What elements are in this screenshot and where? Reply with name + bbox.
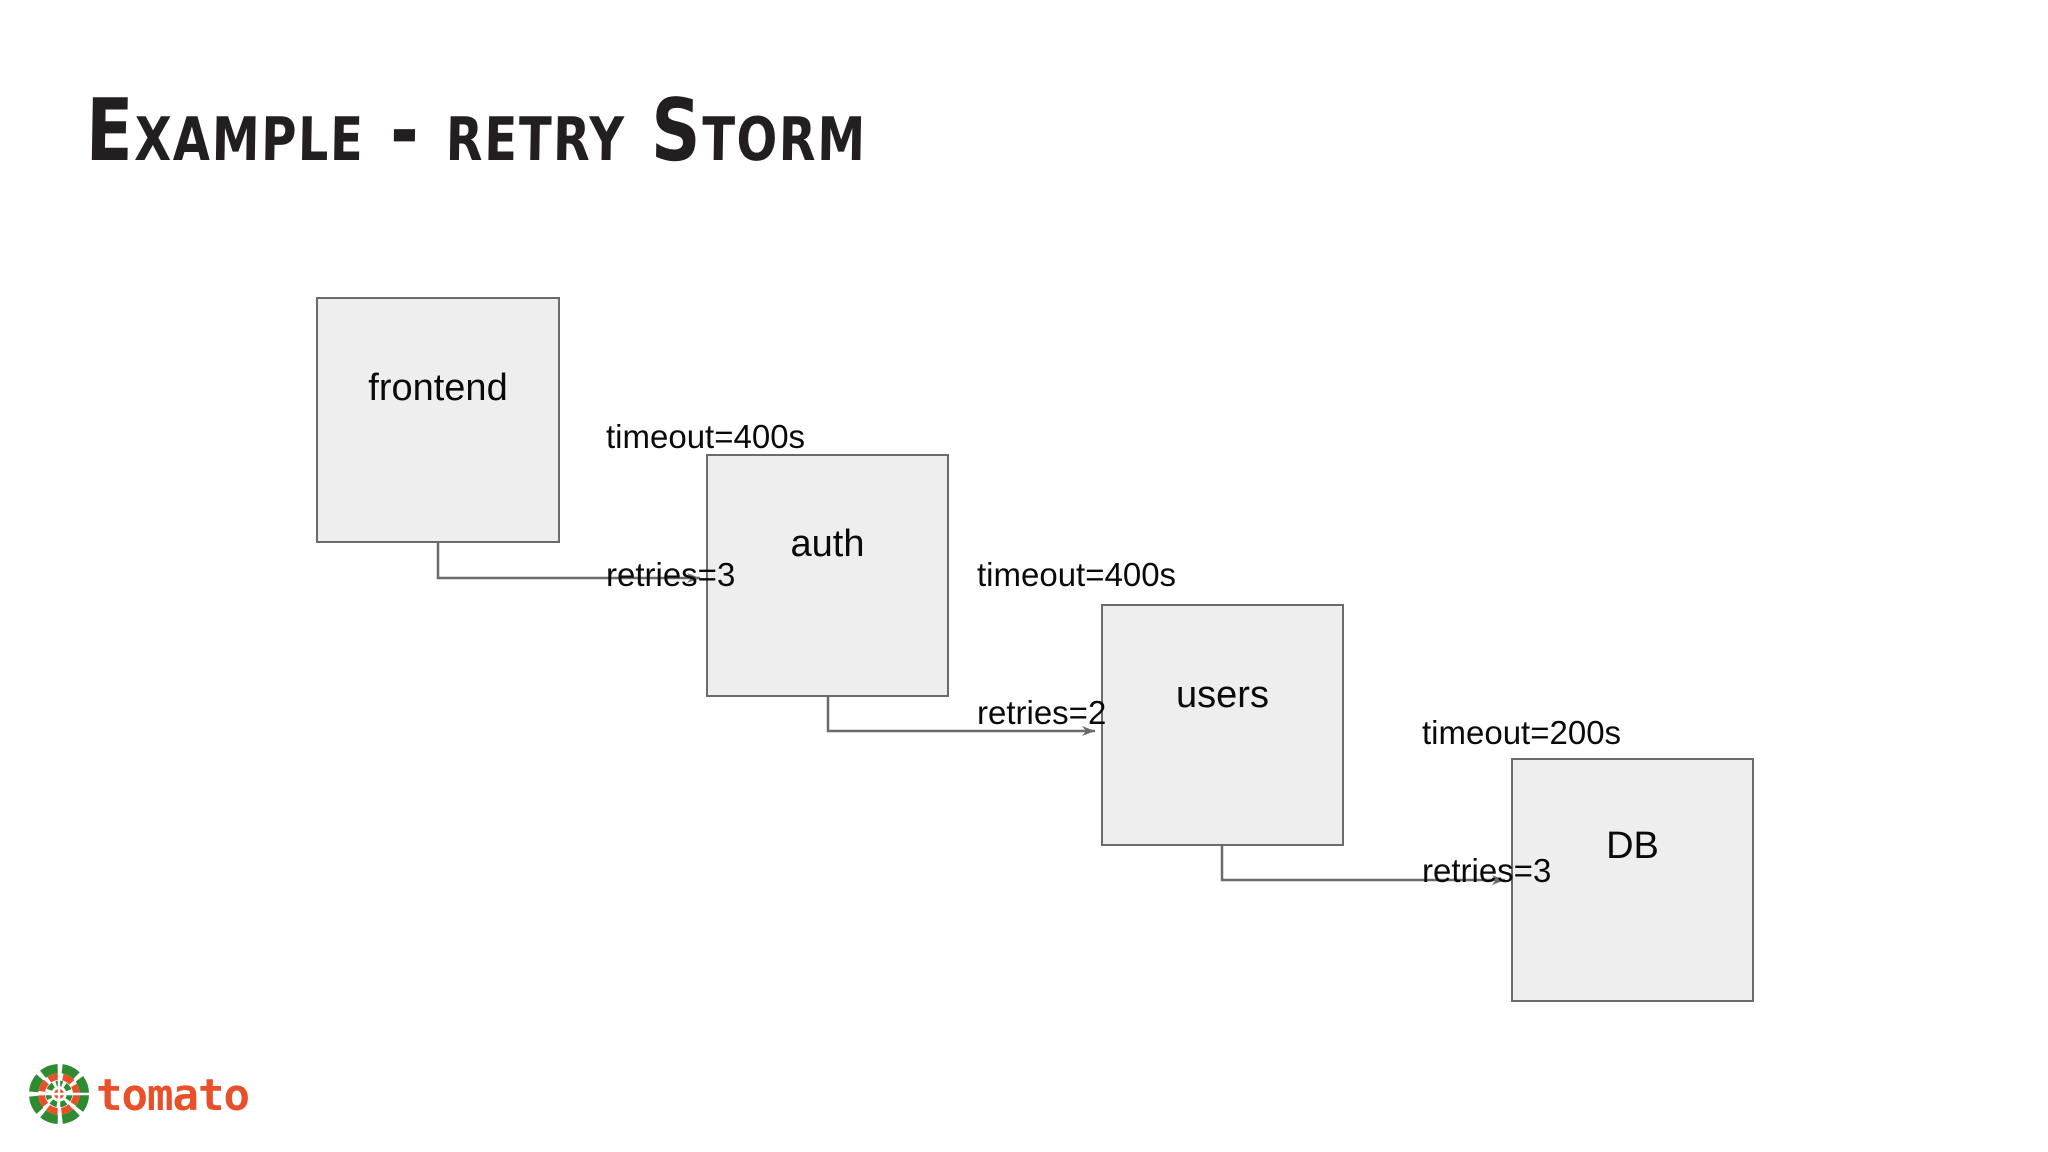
node-users[interactable]: users <box>1101 604 1344 846</box>
node-db[interactable]: DB <box>1511 758 1754 1002</box>
edge-timeout-frontend-to-auth: timeout=400s <box>606 418 806 455</box>
edge-label-auth-to-users: timeout=400s retries=2 <box>977 460 1176 828</box>
brand-logo: tomato <box>28 1063 298 1125</box>
concentric-rings-icon <box>28 1063 90 1125</box>
edge-timeout-users-to-db: timeout=200s <box>1422 714 1622 751</box>
edge-timeout-auth-to-users: timeout=400s <box>977 556 1177 593</box>
node-frontend-label: frontend <box>368 367 508 409</box>
node-db-label: DB <box>1606 825 1659 867</box>
edge-label-frontend-to-auth: timeout=400s retries=3 <box>606 322 805 690</box>
brand-wordmark: tomato <box>96 1070 250 1121</box>
node-auth-label: auth <box>790 522 865 565</box>
edge-retries-frontend-to-auth: retries=3 <box>606 556 736 593</box>
edge-retries-users-to-db: retries=3 <box>1422 852 1552 889</box>
edge-retries-auth-to-users: retries=2 <box>977 694 1107 731</box>
node-users-label: users <box>1176 674 1269 716</box>
node-frontend[interactable]: frontend <box>316 297 560 543</box>
edge-label-users-to-db: timeout=200s retries=3 <box>1422 618 1621 986</box>
node-auth[interactable]: auth <box>706 454 949 697</box>
